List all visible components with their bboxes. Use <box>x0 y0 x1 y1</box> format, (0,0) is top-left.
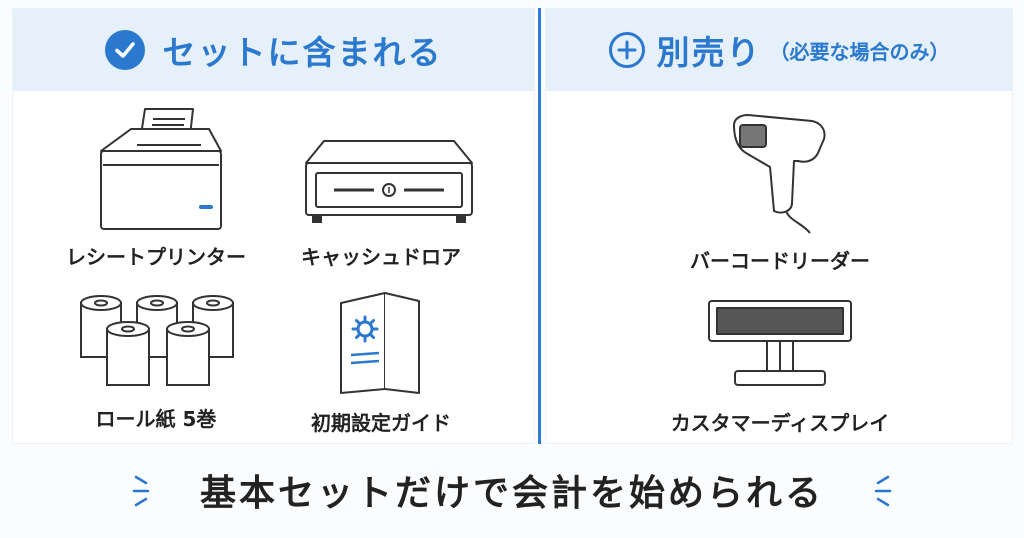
check-icon <box>104 30 145 70</box>
item-customer-display: カスタマーディスプレイ <box>640 295 920 436</box>
plus-icon <box>608 32 645 68</box>
item-label: キャッシュドロア <box>301 245 461 269</box>
item-receipt-printer: レシートプリンター <box>61 105 251 270</box>
item-label: 初期設定ガイド <box>311 411 451 435</box>
receipt-printer-icon <box>100 108 222 230</box>
paper-rolls-icon <box>80 295 234 386</box>
cash-drawer-icon <box>305 140 473 223</box>
optional-header: 別売り （必要な場合のみ） <box>546 9 1012 91</box>
included-header: セットに含まれる <box>13 9 534 91</box>
item-label: バーコードリーダー <box>690 249 870 273</box>
sparkle-right-icon <box>874 475 892 507</box>
optional-subtitle: （必要な場合のみ） <box>769 39 950 64</box>
footer: 基本セットだけで会計を始められる <box>0 455 1024 525</box>
sparkle-left-icon <box>132 475 150 507</box>
item-barcode-scanner: バーコードリーダー <box>660 111 900 274</box>
included-title: セットに含まれる <box>162 33 443 72</box>
item-cash-drawer: キャッシュドロア <box>281 135 481 270</box>
item-label: ロール紙 5巻 <box>95 407 217 431</box>
customer-display-icon <box>708 300 852 386</box>
footer-message: 基本セットだけで会計を始められる <box>199 473 824 514</box>
item-setup-guide: 初期設定ガイド <box>283 289 479 436</box>
setup-guide-icon <box>340 292 420 394</box>
barcode-scanner-icon <box>733 114 826 234</box>
optional-title: 別売り <box>656 33 762 72</box>
item-paper-rolls: ロール紙 5巻 <box>61 291 251 432</box>
panel-divider <box>538 8 541 444</box>
item-label: レシートプリンター <box>66 245 246 269</box>
optional-panel: 別売り （必要な場合のみ） バーコードリーダー カスタマーディスプレイ <box>545 8 1013 444</box>
included-panel: セットに含まれる レシートプリンター <box>12 8 535 444</box>
item-label: カスタマーディスプレイ <box>670 411 890 435</box>
